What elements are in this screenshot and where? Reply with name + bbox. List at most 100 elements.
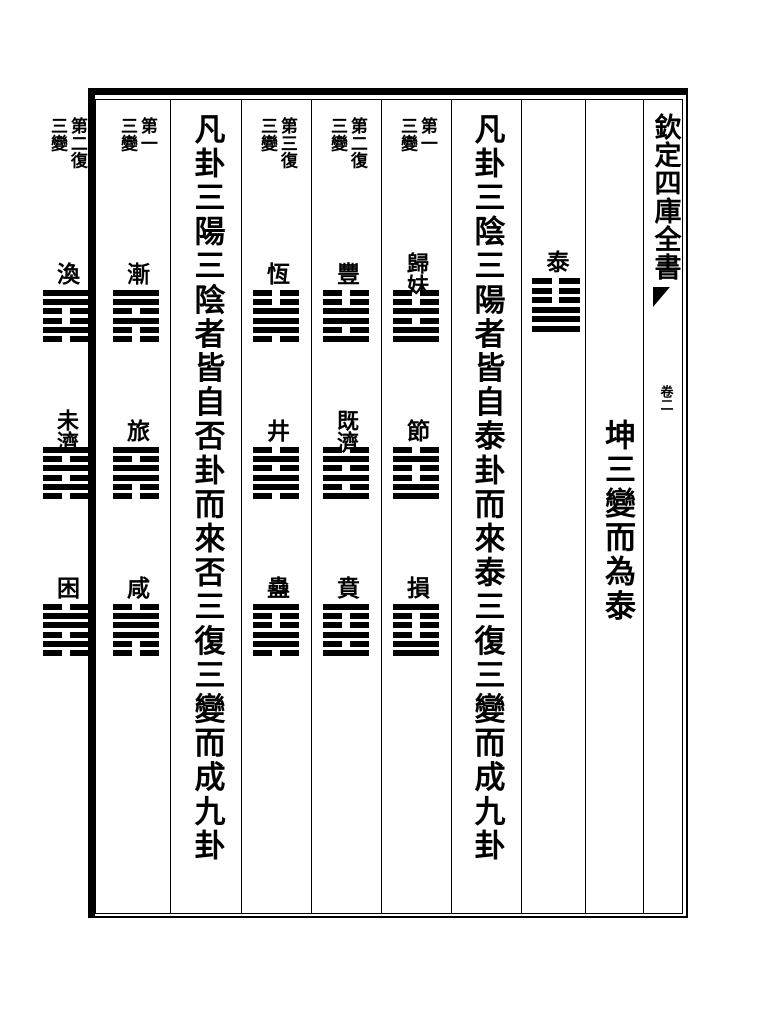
hexagram-entry: 困 — [31, 575, 101, 656]
yin-line — [113, 492, 159, 499]
yin-line — [43, 631, 89, 638]
column-rule — [585, 99, 586, 914]
heading-order: 第三復 — [276, 117, 297, 170]
heading-change: 三變 — [257, 117, 277, 152]
column-pi-first: 第一 三變 漸 旅 咸 — [101, 99, 171, 914]
yang-line — [43, 483, 89, 490]
yang-line — [43, 290, 89, 296]
hexagram-entry: 蠱 — [241, 575, 311, 656]
hexagram-figure — [113, 290, 159, 342]
column-rule — [381, 99, 382, 914]
hexagram-tai: 泰 — [521, 249, 590, 332]
hexagram-name: 歸妹 — [403, 251, 429, 297]
yang-line — [531, 306, 580, 313]
column-rule — [170, 99, 171, 914]
yang-line — [323, 335, 369, 342]
heading-change: 三變 — [397, 117, 417, 152]
yang-line — [253, 456, 299, 463]
hexagram-name: 賁 — [332, 576, 360, 600]
yang-line — [43, 622, 89, 629]
yang-line — [393, 604, 439, 610]
column-tai-third: 第三復 三變 恆 井 蠱 — [241, 99, 311, 914]
hexagram-entry: 豐 — [311, 261, 381, 342]
hexagram-figure — [531, 278, 580, 332]
hexagram-name: 井 — [262, 419, 290, 443]
yin-line — [113, 604, 159, 610]
hexagram-figure — [393, 447, 439, 499]
yang-line — [253, 474, 299, 481]
hexagram-figure — [253, 447, 299, 499]
yin-line — [43, 308, 89, 315]
book-title: 欽定四庫全書 — [649, 113, 681, 282]
yin-line — [113, 326, 159, 333]
yang-line — [323, 474, 369, 481]
hexagram-name: 旅 — [122, 419, 150, 443]
yang-line — [253, 631, 299, 638]
yang-line — [393, 335, 439, 342]
hexagram-name: 恆 — [262, 262, 290, 286]
hexagram-figure — [393, 604, 439, 656]
column-tai-hexagram: 泰 — [521, 99, 590, 914]
yang-line — [323, 604, 369, 610]
yang-line — [43, 299, 89, 306]
yang-line — [393, 649, 439, 656]
hexagram-figure — [43, 447, 89, 499]
hexagram-figure — [253, 290, 299, 342]
hexagram-name: 節 — [402, 419, 430, 443]
yin-line — [393, 613, 439, 620]
yin-line — [253, 649, 299, 656]
yin-line — [393, 447, 439, 453]
yang-line — [323, 631, 369, 638]
hexagram-figure — [43, 290, 89, 342]
hexagram-entry: 恆 — [241, 261, 311, 342]
yin-line — [323, 290, 369, 296]
yang-line — [531, 325, 580, 332]
yang-line — [393, 640, 439, 647]
hexagram-entry: 井 — [241, 418, 311, 499]
column-tai-first: 第一 三變 歸妹 節 損 — [381, 99, 451, 914]
yin-line — [393, 631, 439, 638]
yang-line — [531, 316, 580, 323]
yin-line — [323, 299, 369, 306]
yang-line — [43, 640, 89, 647]
yin-line — [43, 474, 89, 481]
hexagram-name: 泰 — [542, 250, 569, 274]
hexagram-entry: 咸 — [101, 575, 171, 656]
text-rule-yang-yin: 凡卦三陽三陰者皆自否卦而來否三復三變而成九卦 — [188, 113, 225, 864]
hexagram-figure — [323, 447, 369, 499]
hexagram-name: 困 — [52, 576, 80, 600]
yang-line — [43, 447, 89, 453]
yang-line — [393, 308, 439, 315]
yin-line — [253, 465, 299, 472]
yin-line — [253, 447, 299, 453]
yin-line — [531, 297, 580, 304]
yin-line — [113, 640, 159, 647]
yin-line — [43, 456, 89, 463]
yin-line — [43, 492, 89, 499]
yang-line — [113, 465, 159, 472]
column-rule-yang-yin: 凡卦三陽三陰者皆自否卦而來否三復三變而成九卦 — [171, 99, 241, 914]
column-heading: 第二復 三變 — [46, 117, 87, 237]
volume-label: 卷二 — [657, 385, 673, 413]
hexagram-figure — [113, 447, 159, 499]
yang-line — [323, 649, 369, 656]
column-tai-second: 第二復 三變 豐 既濟 賁 — [311, 99, 381, 914]
yin-line — [253, 290, 299, 296]
column-kun-tai: 坤三變而為泰 — [590, 99, 643, 914]
text-kun-becomes-tai: 坤三變而為泰 — [599, 419, 635, 624]
yin-line — [393, 622, 439, 629]
yang-line — [253, 326, 299, 333]
yang-line — [253, 640, 299, 647]
yang-line — [113, 299, 159, 306]
fishtail-icon — [652, 287, 670, 308]
yang-line — [113, 447, 159, 453]
yang-line — [393, 483, 439, 490]
yang-line — [323, 456, 369, 463]
page-frame-outer — [88, 88, 688, 918]
yin-line — [531, 278, 580, 284]
hexagram-name: 漸 — [122, 262, 150, 286]
hexagram-entry: 節 — [381, 418, 451, 499]
hexagram-name: 既濟 — [333, 408, 359, 454]
hexagram-entry: 漸 — [101, 261, 171, 342]
column-rule — [643, 99, 644, 914]
